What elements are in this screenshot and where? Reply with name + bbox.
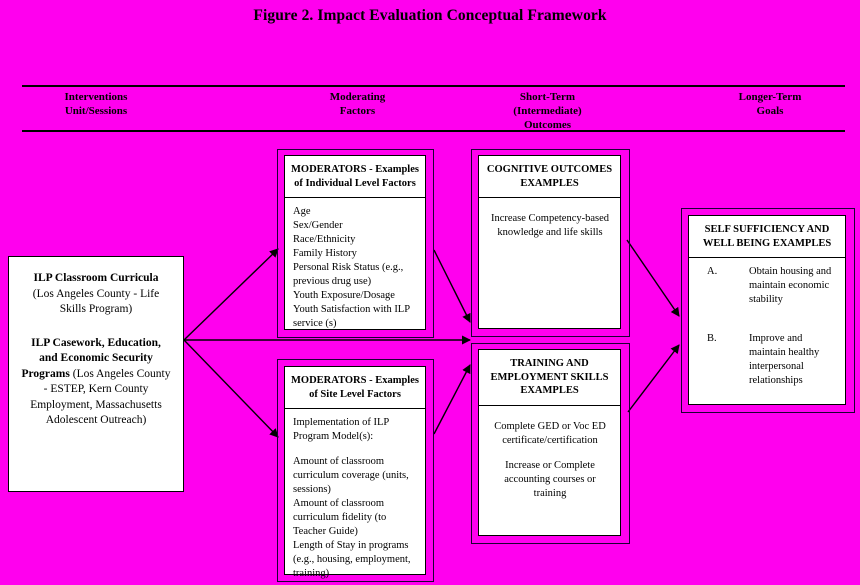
column-header-line2: Factors (339, 105, 376, 117)
header-rule-top (22, 85, 845, 87)
training-outcomes-header: TRAINING AND EMPLOYMENT SKILLS EXAMPLES (479, 350, 620, 406)
cognitive-outcomes-box: COGNITIVE OUTCOMES EXAMPLES Increase Com… (478, 155, 621, 329)
list-item-text: Obtain housing and maintain economic sta… (749, 266, 832, 305)
list-item: Increase Competency-based knowledge and … (490, 213, 610, 238)
column-header-line1: Short-Term (519, 91, 576, 103)
column-header-line1: Interventions (64, 91, 128, 103)
ilp-detail-1: (Los Angeles County - Life Skills Progra… (32, 287, 160, 316)
list-item: Amount of classroom curriculum coverage … (293, 456, 409, 495)
list-item: Personal Risk Status (e.g., previous dru… (293, 262, 404, 287)
ilp-heading-2: ILP Casework, Education, and Economic Se… (21, 336, 171, 429)
list-item: Race/Ethnicity (293, 234, 356, 245)
ilp-programs-content: ILP Classroom Curricula (Los Angeles Cou… (9, 257, 183, 429)
training-outcomes-outer-frame (471, 343, 630, 544)
list-item: Increase or Complete accounting courses … (504, 459, 596, 499)
list-item: A. Obtain housing and maintain economic … (697, 265, 838, 307)
list-item: B. Improve and maintain healthy interper… (697, 332, 838, 388)
ilp-heading-1-text: ILP Classroom Curricula (33, 272, 159, 284)
header-rule-bottom (22, 130, 845, 132)
cognitive-outcomes-list: Increase Competency-based knowledge and … (479, 198, 620, 244)
list-item: Youth Exposure/Dosage (293, 290, 395, 301)
cognitive-outcomes-outer-frame (471, 149, 630, 337)
figure-title: Figure 2. Impact Evaluation Conceptual F… (253, 7, 607, 24)
training-outcomes-box: TRAINING AND EMPLOYMENT SKILLS EXAMPLES … (478, 349, 621, 536)
cognitive-outcomes-header: COGNITIVE OUTCOMES EXAMPLES (479, 156, 620, 198)
list-item-label: B. (707, 333, 717, 344)
moderators-site-list: Implementation of ILP Program Model(s): … (285, 409, 425, 585)
arrow-site-moderators-to-training (433, 364, 471, 435)
column-header-line1: Longer-Term (738, 91, 802, 103)
ilp-programs-box: ILP Classroom Curricula (Los Angeles Cou… (8, 256, 184, 492)
list-item: Sex/Gender (293, 220, 343, 231)
column-header-line2: Unit/Sessions (64, 105, 128, 117)
ilp-heading-2-text: ILP Casework, Education, and Economic Se… (21, 336, 161, 380)
self-sufficiency-header: SELF SUFFICIENCY AND WELL BEING EXAMPLES (689, 216, 845, 258)
column-header-line2: (Intermediate) (513, 105, 582, 117)
arrow-cognitive-to-self-sufficiency (626, 239, 680, 317)
training-outcomes-list: Complete GED or Voc ED certificate/certi… (479, 406, 620, 505)
list-item-label: A. (707, 266, 718, 277)
moderators-individual-outer-frame (277, 149, 434, 338)
column-header-line1: Moderating (329, 91, 386, 103)
arrow-training-to-self-sufficiency (627, 344, 680, 413)
self-sufficiency-list: A. Obtain housing and maintain economic … (689, 258, 845, 396)
list-item: Age (293, 206, 311, 217)
arrow-ilp-to-site-moderators (183, 339, 279, 438)
moderators-individual-box: MODERATORS - Examples of Individual Leve… (284, 155, 426, 330)
arrow-ilp-to-individual-moderators (183, 248, 279, 341)
column-header-moderating: Moderating Factors (285, 90, 430, 118)
moderators-site-box: MODERATORS - Examples of Site Level Fact… (284, 366, 426, 579)
moderators-individual-list: Age Sex/Gender Race/Ethnicity Family His… (285, 198, 425, 335)
self-sufficiency-outer-frame (681, 208, 855, 413)
column-header-short-term: Short-Term (Intermediate) Outcomes (470, 90, 625, 132)
list-item: Youth Satisfaction with ILP service (s) (293, 304, 410, 329)
self-sufficiency-box: SELF SUFFICIENCY AND WELL BEING EXAMPLES… (688, 215, 846, 405)
column-header-longer-term: Longer-Term Goals (690, 90, 850, 118)
list-item-text: Improve and maintain healthy interperson… (749, 333, 820, 386)
list-item: Amount of classroom curriculum fidelity … (293, 498, 387, 537)
list-item: Complete GED or Voc ED certificate/certi… (494, 420, 606, 446)
list-item: Implementation of ILP Program Model(s): (293, 417, 389, 442)
ilp-detail-2: (Los Angeles County - ESTEP, Kern County… (30, 367, 171, 427)
column-header-line3: Outcomes (523, 119, 572, 131)
column-header-interventions: Interventions Unit/Sessions (22, 90, 170, 118)
column-header-line2: Goals (756, 105, 784, 117)
moderators-site-header: MODERATORS - Examples of Site Level Fact… (285, 367, 425, 409)
ilp-spacer (21, 318, 171, 336)
arrow-individual-moderators-to-cognitive (433, 249, 471, 323)
list-item: Length of Stay in programs (e.g., housin… (293, 540, 411, 579)
ilp-heading-1: ILP Classroom Curricula (21, 271, 171, 287)
list-item: Family History (293, 248, 357, 259)
moderators-individual-header: MODERATORS - Examples of Individual Leve… (285, 156, 425, 198)
